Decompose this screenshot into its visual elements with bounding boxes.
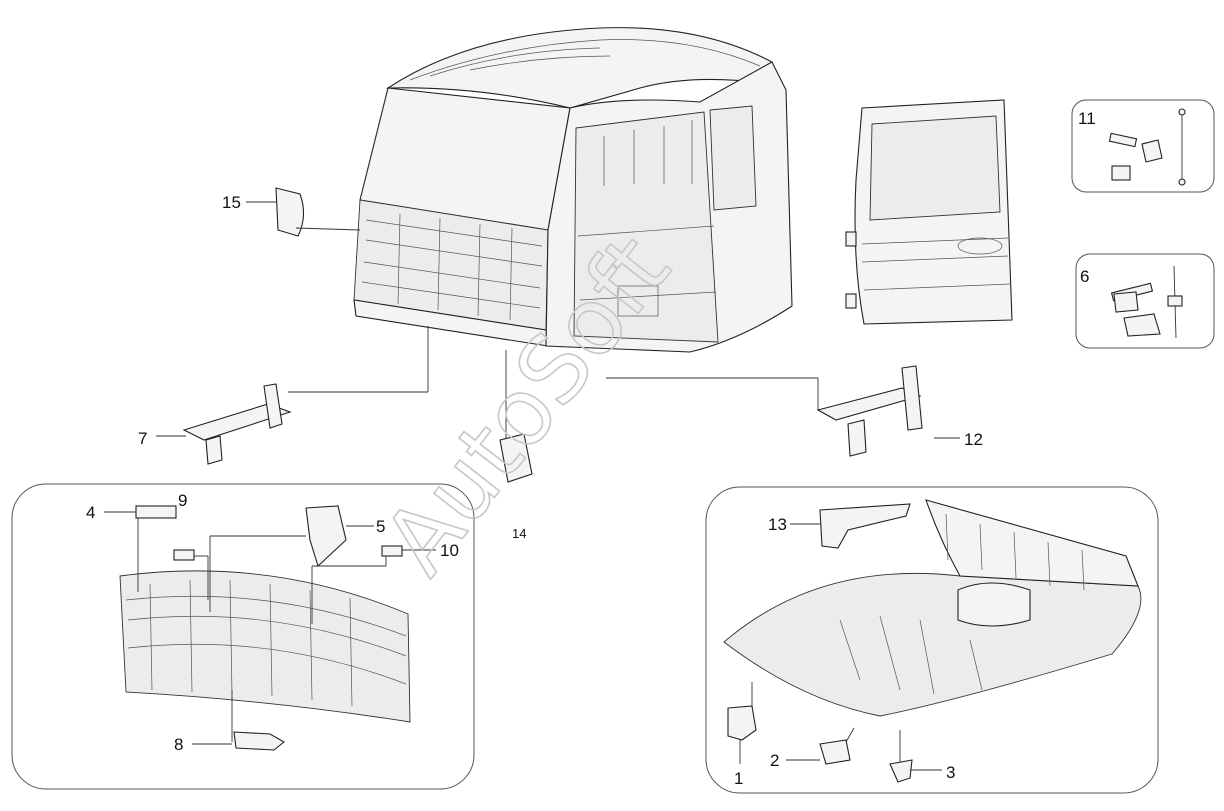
door bbox=[845, 99, 1013, 325]
callout-9: 9 bbox=[178, 491, 187, 510]
callout-4: 4 bbox=[86, 503, 95, 522]
bracket-14 bbox=[499, 350, 533, 483]
callout-15: 15 bbox=[222, 193, 241, 212]
callout-10: 10 bbox=[440, 541, 459, 560]
panel-plate-5 bbox=[209, 505, 347, 612]
callout-5: 5 bbox=[376, 517, 385, 536]
mount-bracket-12 bbox=[606, 365, 923, 457]
callout-7: 7 bbox=[138, 429, 147, 448]
callout-8: 8 bbox=[174, 735, 183, 754]
rear-wall-panel bbox=[119, 570, 411, 723]
callout-13: 13 bbox=[768, 515, 787, 534]
floor-bracket-1 bbox=[727, 682, 757, 741]
hinge-kit-6 bbox=[1110, 265, 1183, 339]
floor-bracket-13 bbox=[819, 503, 911, 549]
panel-clip-10 bbox=[311, 545, 403, 624]
callout-12: 12 bbox=[964, 430, 983, 449]
callout-3: 3 bbox=[946, 763, 955, 782]
inset-frame-6 bbox=[1075, 253, 1215, 349]
callout-6: 6 bbox=[1080, 267, 1089, 286]
floor-bracket-2 bbox=[819, 727, 855, 765]
mount-bracket-7 bbox=[182, 326, 429, 465]
callout-11: 11 bbox=[1078, 109, 1096, 128]
bracket-15 bbox=[275, 187, 361, 237]
floor-panel bbox=[723, 499, 1142, 717]
callout-1: 1 bbox=[734, 769, 743, 788]
callout-14: 14 bbox=[512, 526, 526, 541]
callout-2: 2 bbox=[770, 751, 779, 770]
hinge-kit-11 bbox=[1108, 108, 1186, 186]
panel-bracket-8 bbox=[231, 690, 285, 751]
panel-clip-9 bbox=[173, 549, 209, 600]
floor-bracket-3 bbox=[889, 730, 913, 783]
cab-body bbox=[353, 27, 793, 353]
